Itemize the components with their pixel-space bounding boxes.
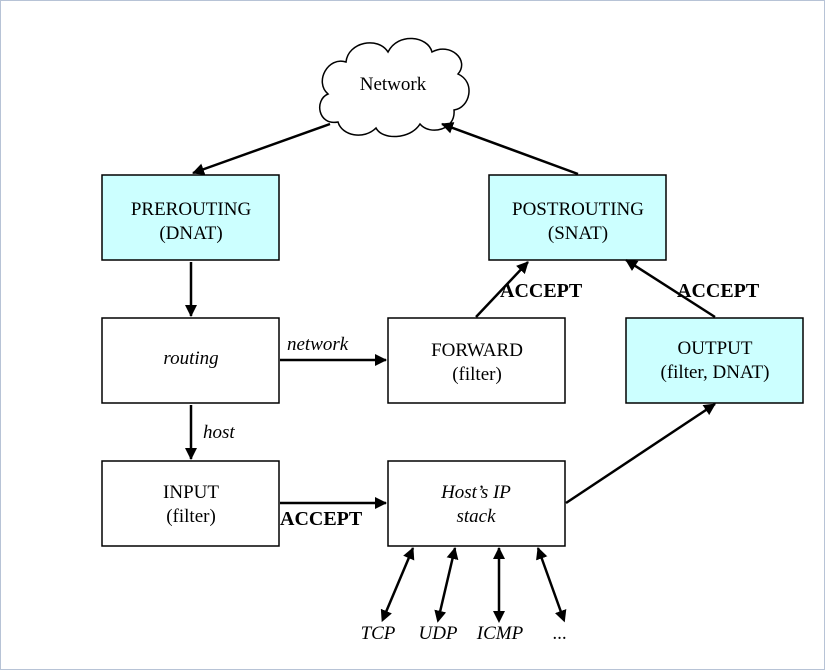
prerouting-sublabel: (DNAT): [159, 223, 222, 244]
routing-box: routing: [101, 317, 280, 404]
input-box: INPUT (filter): [101, 460, 280, 547]
forward-sublabel: (filter): [452, 364, 502, 385]
network-label: Network: [360, 74, 427, 95]
host-stack-label: Host’s IP: [440, 482, 511, 503]
arrow-output-to-postrouting: [625, 258, 716, 319]
network-cloud: Network: [318, 37, 470, 138]
output-box: OUTPUT (filter, DNAT): [625, 317, 804, 404]
input-sublabel: (filter): [166, 506, 216, 527]
arrows: [185, 122, 716, 623]
arrow-postrouting-to-network: [441, 122, 579, 176]
postrouting-sublabel: (SNAT): [548, 223, 608, 244]
forward-box: FORWARD (filter): [387, 317, 566, 404]
forward-label: FORWARD: [431, 340, 523, 361]
edge-label-network: network: [287, 334, 349, 355]
host-stack-rect: [387, 460, 566, 547]
host-stack-sublabel: stack: [456, 506, 496, 527]
routing-rect: [101, 317, 280, 404]
arrow-forward-to-postrouting: [475, 261, 529, 318]
edge-label-accept-input: ACCEPT: [280, 508, 363, 530]
output-sublabel: (filter, DNAT): [661, 362, 770, 383]
host-stack-box: Host’s IP stack: [387, 460, 566, 547]
postrouting-label: POSTROUTING: [512, 199, 644, 220]
arrow-other: [536, 547, 567, 623]
input-label: INPUT: [163, 482, 219, 503]
forward-rect: [387, 317, 566, 404]
cloud-icon: [318, 37, 470, 138]
input-rect: [101, 460, 280, 547]
edge-label-accept-output: ACCEPT: [677, 280, 760, 302]
protocol-udp: UDP: [418, 623, 457, 644]
arrow-udp: [434, 547, 459, 623]
arrow-host-stack-to-output: [565, 402, 716, 505]
prerouting-box: PREROUTING (DNAT): [101, 174, 280, 261]
protocol-other: ...: [553, 623, 567, 644]
prerouting-rect: [101, 174, 280, 261]
protocol-icmp: ICMP: [476, 623, 524, 644]
prerouting-label: PREROUTING: [131, 199, 252, 220]
output-rect: [625, 317, 804, 404]
postrouting-rect: [488, 174, 667, 261]
protocol-tcp: TCP: [361, 623, 396, 644]
edge-label-host: host: [203, 422, 235, 443]
edge-label-accept-forward: ACCEPT: [500, 280, 583, 302]
postrouting-box: POSTROUTING (SNAT): [488, 174, 667, 261]
output-label: OUTPUT: [678, 338, 753, 359]
arrow-network-to-prerouting: [192, 122, 331, 175]
routing-label: routing: [163, 348, 218, 369]
arrow-tcp: [380, 547, 415, 623]
